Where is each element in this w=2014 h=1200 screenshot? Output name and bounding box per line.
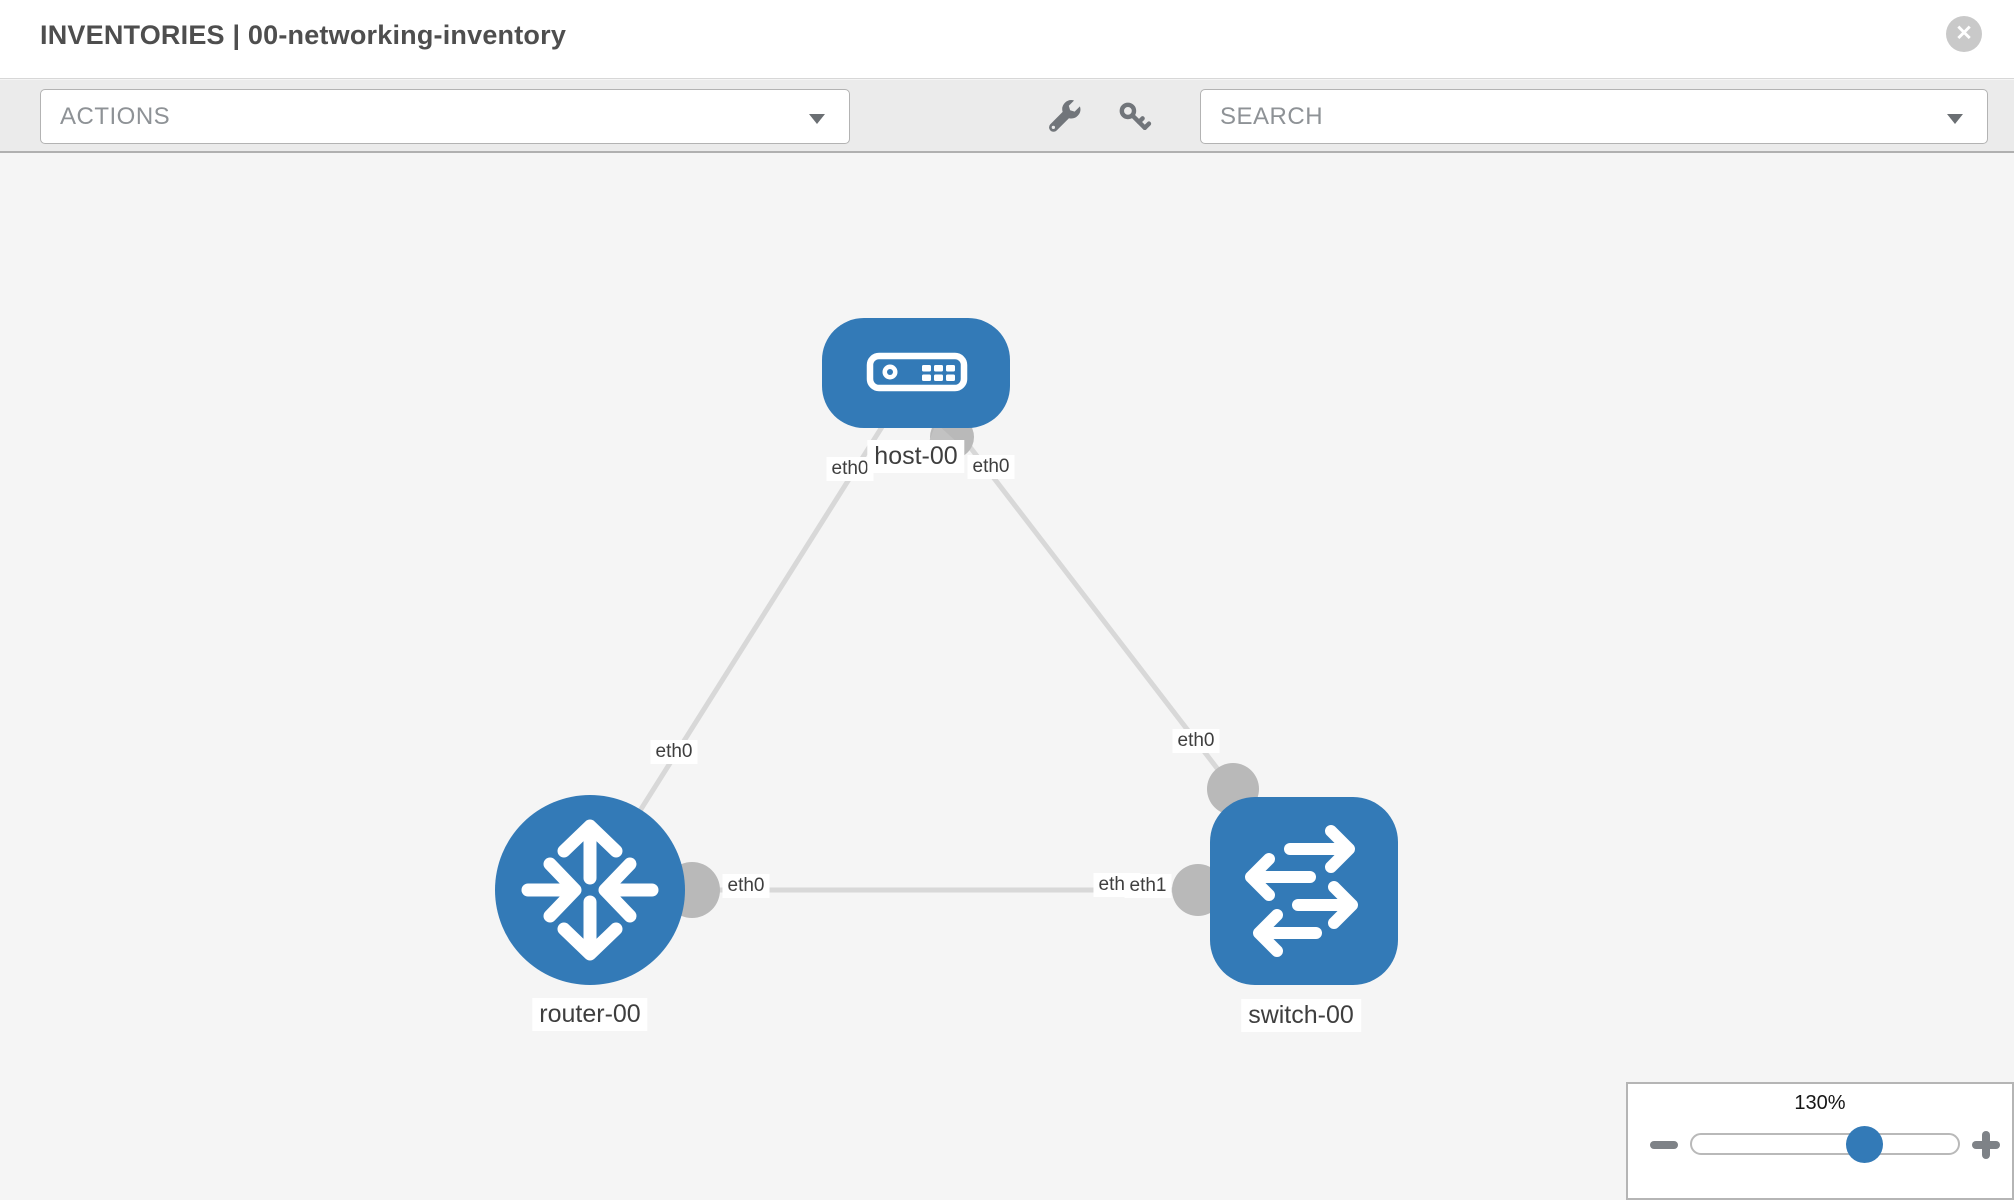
- chevron-down-icon: [1947, 114, 1963, 124]
- zoom-out-button[interactable]: [1650, 1141, 1678, 1149]
- close-icon[interactable]: ✕: [1946, 16, 1982, 52]
- if-label-router-host-eth0: eth0: [650, 740, 698, 764]
- actions-dropdown-label: ACTIONS: [60, 103, 171, 130]
- actions-dropdown[interactable]: ACTIONS: [40, 89, 850, 144]
- page-header: INVENTORIES | 00-networking-inventory ✕: [0, 0, 2014, 79]
- zoom-slider-track[interactable]: [1690, 1133, 1960, 1155]
- topology-canvas[interactable]: [0, 153, 2014, 1200]
- host-node-shape[interactable]: [822, 318, 1010, 428]
- plus-icon: [1982, 1131, 1990, 1159]
- if-label-host-eth0-left: eth0: [826, 457, 874, 481]
- node-host-00[interactable]: [822, 318, 1010, 428]
- zoom-level-value: 130%: [1794, 1092, 1846, 1114]
- router-node-shape[interactable]: [495, 795, 685, 985]
- wrench-icon[interactable]: [1046, 99, 1082, 135]
- zoom-in-button[interactable]: [1972, 1131, 2000, 1159]
- page-title: INVENTORIES | 00-networking-inventory: [40, 20, 567, 50]
- if-label-host-eth0-right: eth0: [967, 455, 1015, 479]
- node-label-router-00: router-00: [532, 998, 648, 1031]
- if-label-router-eth0: eth0: [722, 874, 770, 898]
- node-router-00[interactable]: [495, 795, 685, 985]
- node-label-host-00: host-00: [867, 440, 965, 473]
- key-icon[interactable]: [1116, 99, 1152, 135]
- switch-node-shape[interactable]: [1210, 797, 1398, 985]
- zoom-control-panel: 130% − +: [1626, 1082, 2014, 1200]
- node-label-switch-00: switch-00: [1241, 999, 1361, 1032]
- chevron-down-icon: [809, 114, 825, 124]
- server-icon: [866, 352, 968, 392]
- search-dropdown-label: SEARCH: [1220, 103, 1324, 130]
- switch-icon: [1245, 825, 1358, 957]
- search-dropdown[interactable]: SEARCH: [1200, 89, 1988, 144]
- router-icon: [521, 819, 659, 961]
- toolbar: ACTIONS SEARCH: [0, 80, 2014, 153]
- node-switch-00[interactable]: [1210, 797, 1398, 985]
- if-label-switch-host-eth0: eth0: [1172, 729, 1220, 753]
- if-label-switch-eth1-front: eth1: [1124, 874, 1172, 898]
- interface-stubs: [664, 415, 1259, 918]
- topology-graph: [495, 318, 1398, 985]
- zoom-slider-knob[interactable]: [1846, 1126, 1883, 1163]
